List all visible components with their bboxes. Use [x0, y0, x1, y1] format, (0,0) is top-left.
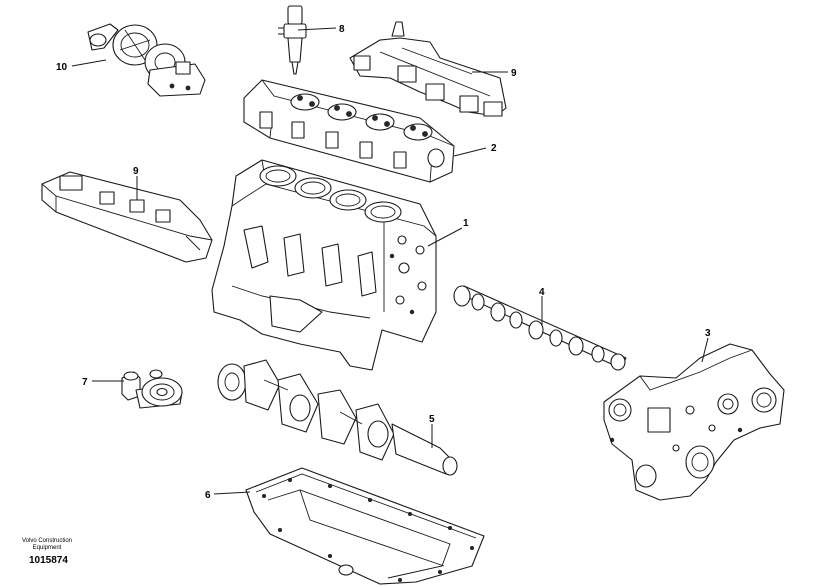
- camshaft-part: [453, 285, 627, 371]
- callout-9-exhaust: 9: [511, 68, 517, 79]
- crankshaft-part: [217, 359, 458, 476]
- cylinder-head-part: [243, 79, 455, 183]
- callout-4: 4: [539, 287, 545, 298]
- turbocharger-part: [87, 23, 206, 97]
- intake-manifold-part: [41, 171, 213, 263]
- cylinder-block-part: [211, 159, 437, 371]
- leader-line-2: [453, 147, 487, 157]
- credit-line-2: Equipment: [32, 545, 62, 551]
- callout-2: 2: [491, 143, 497, 154]
- figure-reference-number: 1015874: [29, 555, 68, 566]
- injector-part: [278, 5, 307, 75]
- timing-cover-part: [603, 343, 785, 501]
- leader-line-10: [71, 59, 107, 67]
- leader-line-6: [213, 491, 251, 495]
- callout-9-intake: 9: [133, 166, 139, 177]
- callout-3: 3: [705, 328, 711, 339]
- callout-1: 1: [463, 218, 469, 229]
- callout-8: 8: [339, 24, 345, 35]
- callout-10: 10: [56, 62, 68, 73]
- callout-6: 6: [205, 490, 211, 501]
- callout-7: 7: [82, 377, 88, 388]
- manufacturer-credit: Volvo Construction Equipment: [17, 538, 77, 552]
- exhaust-manifold-part: [349, 21, 507, 117]
- credit-line-1: Volvo Construction: [21, 538, 73, 544]
- leader-line-1: [427, 227, 463, 247]
- oil-pan-part: [245, 467, 485, 585]
- leader-line-8: [297, 27, 337, 31]
- oil-filter-head-part: [121, 369, 183, 409]
- leader-line-3: [701, 337, 709, 363]
- callout-5: 5: [429, 414, 435, 425]
